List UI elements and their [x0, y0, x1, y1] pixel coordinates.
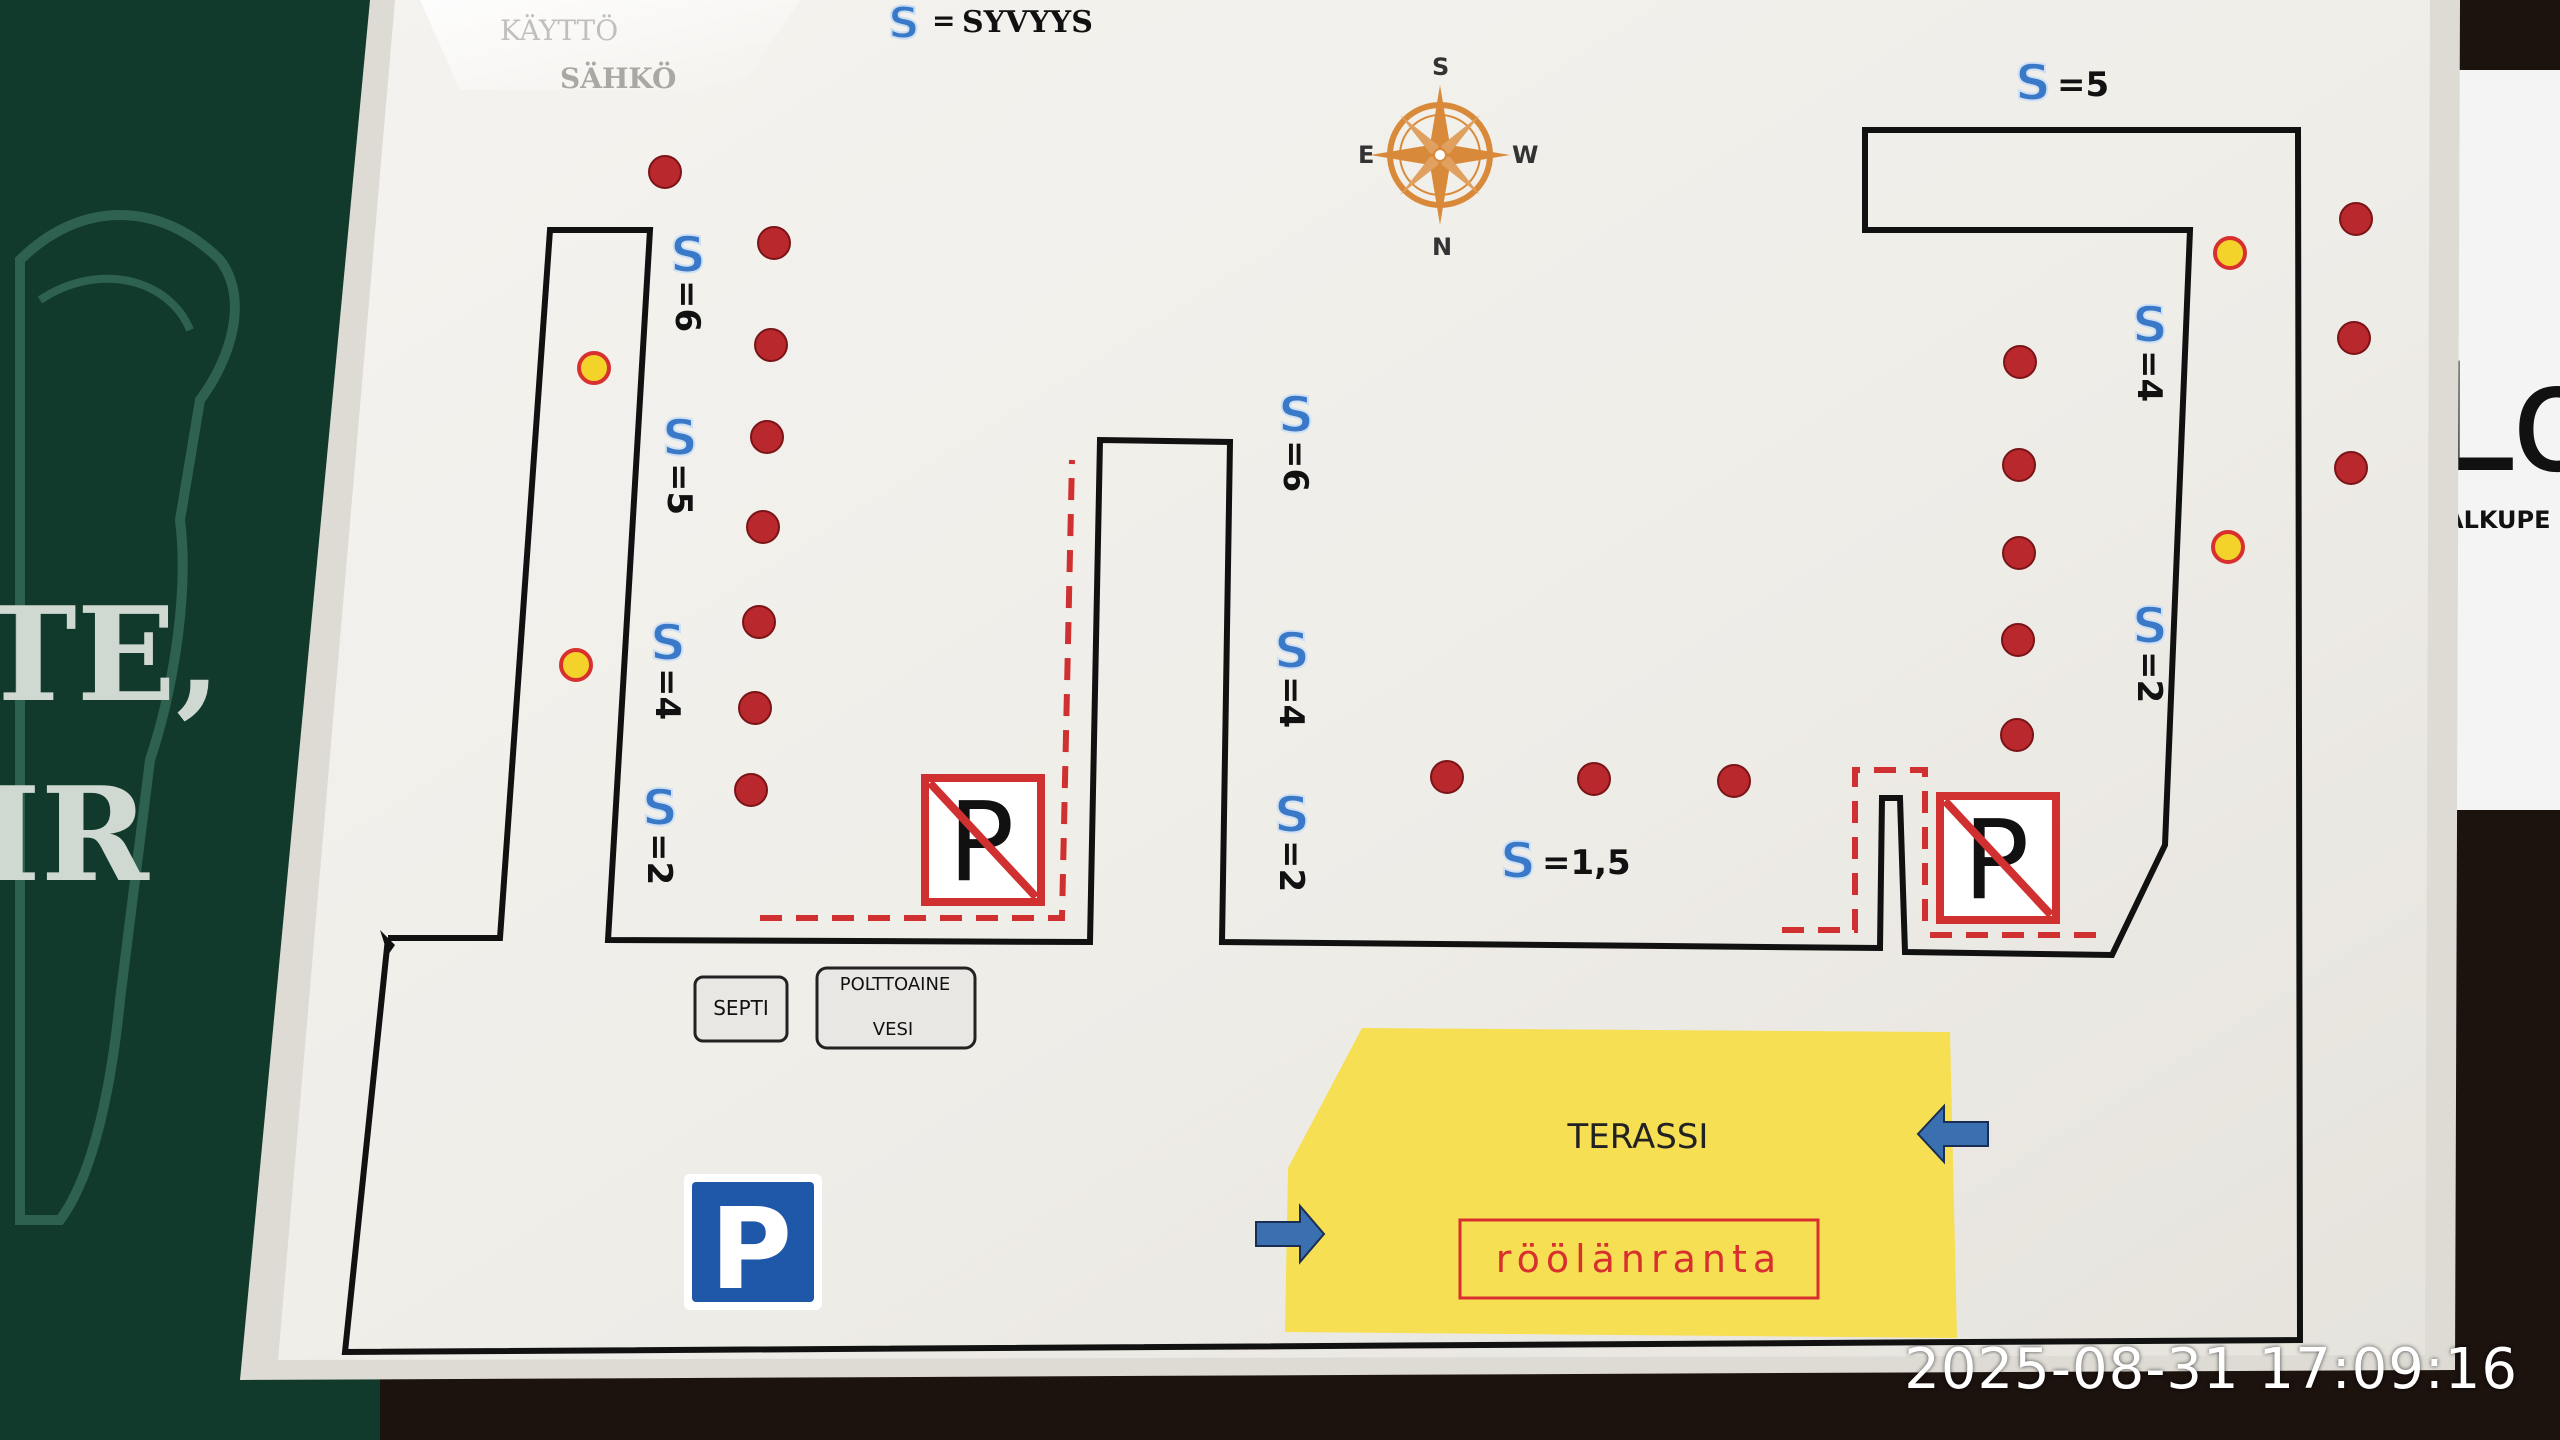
legend-label: SYVYYS: [962, 5, 1093, 40]
legend-faded-text-2: SÄHKÖ: [560, 61, 676, 95]
terrace-label: TERASSI: [1567, 1117, 1709, 1157]
depth-marker-d4-mid: S=4: [1271, 621, 1311, 728]
terrace-area: TERASSI röölänranta: [1285, 1028, 1957, 1338]
mooring-dot-red: [750, 420, 784, 454]
brand-name: röölänranta: [1496, 1237, 1782, 1281]
depth-s-symbol: S: [1500, 832, 1536, 890]
mooring-dot-red: [754, 328, 788, 362]
depth-s-symbol: S: [2132, 597, 2168, 655]
depth-s-symbol: S: [662, 409, 698, 467]
compass-east: E: [1358, 141, 1374, 169]
pier-outline: [341, 127, 2304, 1356]
mooring-dot-red: [742, 605, 776, 639]
depth-value: =6: [1275, 440, 1315, 492]
legend-s-symbol: S: [888, 0, 920, 49]
poster-text-2: IR: [0, 758, 150, 911]
depth-marker-d6-mid: S=6: [1275, 385, 1315, 492]
mooring-dot-red: [2337, 321, 2371, 355]
depth-s-symbol: S: [1278, 386, 1314, 444]
arrow-right-icon: [1255, 1203, 1326, 1265]
depth-value: =4: [1271, 676, 1311, 728]
depth-marker-d2-mid: S=2: [1271, 785, 1311, 892]
no-parking-zone-lines: [760, 459, 2100, 938]
mooring-dot-red: [648, 155, 682, 189]
glare: [420, 0, 800, 90]
depth-marker-d2-right: S=2: [2129, 596, 2169, 703]
depth-value: =4: [2129, 350, 2169, 402]
depth-value: =5: [659, 463, 699, 515]
depth-marker-d5-left: S=5: [659, 408, 699, 515]
compass-west: W: [1512, 141, 1538, 169]
septi-box: SEPTI: [693, 975, 789, 1043]
depth-s-symbol: S: [1274, 622, 1310, 680]
mooring-dot-red: [2002, 536, 2036, 570]
mooring-dot-yellow: [577, 351, 611, 385]
edge-card-small-text: ALKUPE: [2445, 506, 2551, 534]
compass-south: S: [1432, 53, 1449, 81]
depth-value: =4: [647, 668, 687, 720]
arrow-left-icon: [1916, 1103, 1989, 1165]
mooring-dot-red: [2001, 623, 2035, 657]
no-parking-sign-left: P: [921, 774, 1045, 906]
poster-text-1: TE,: [0, 578, 221, 731]
depth-value: =1,5: [1542, 843, 1631, 883]
depth-s-symbol: S: [2132, 296, 2168, 354]
mooring-dots: [559, 155, 2373, 807]
mooring-dot-red: [746, 510, 780, 544]
mooring-dot-red: [2339, 202, 2373, 236]
septi-label: SEPTI: [713, 996, 769, 1020]
mooring-dot-red: [1577, 762, 1611, 796]
compass-north: N: [1432, 233, 1452, 261]
depth-value: =2: [2129, 651, 2169, 703]
depth-s-symbol: S: [670, 226, 706, 284]
mooring-dot-red: [2334, 451, 2368, 485]
depth-marker-d6-left: S=6: [667, 225, 707, 332]
fuel-label: POLTTOAINE: [840, 974, 951, 995]
depth-value: =2: [1271, 840, 1311, 892]
fuel-water-box: POLTTOAINE VESI: [815, 966, 977, 1050]
legend-equals: =: [932, 4, 955, 37]
mooring-dot-red: [734, 773, 768, 807]
mooring-dot-red: [1430, 760, 1464, 794]
depth-s-symbol: S: [1274, 786, 1310, 844]
parking-sign: P: [684, 1174, 822, 1315]
depth-marker-d4-left: S=4: [647, 613, 687, 720]
mooring-dot-red: [2002, 448, 2036, 482]
depth-marker-d15: S=1,5: [1499, 831, 1631, 891]
mooring-dot-yellow: [2211, 530, 2245, 564]
mooring-dot-red: [2003, 345, 2037, 379]
mooring-dot-red: [2000, 718, 2034, 752]
parking-letter: P: [710, 1185, 792, 1315]
depth-value: =2: [639, 833, 679, 885]
mooring-dot-yellow: [559, 648, 593, 682]
water-label: VESI: [873, 1019, 913, 1040]
depth-marker-d5-top: S=5: [2014, 53, 2109, 113]
depth-s-symbol: S: [642, 779, 678, 837]
mooring-dot-red: [757, 226, 791, 260]
no-parking-sign-right: P: [1936, 792, 2060, 924]
depth-value: =6: [667, 280, 707, 332]
timestamp: 2025-08-31 17:09:16: [1904, 1337, 2518, 1402]
depth-marker-d4-right: S=4: [2129, 295, 2169, 402]
depth-marker-d2-left: S=2: [639, 778, 679, 885]
depth-value: =5: [2057, 65, 2109, 105]
depth-legend: S = SYVYYS: [887, 0, 1093, 50]
mooring-dot-red: [1717, 764, 1751, 798]
depth-s-symbol: S: [2015, 54, 2051, 112]
legend-faded-text: KÄYTTÖ: [500, 13, 618, 47]
mooring-dot-yellow: [2213, 236, 2247, 270]
compass-rose: S N E W: [1358, 53, 1538, 261]
outline-notch: [380, 930, 395, 955]
depth-s-symbol: S: [650, 614, 686, 672]
mooring-dot-red: [738, 691, 772, 725]
